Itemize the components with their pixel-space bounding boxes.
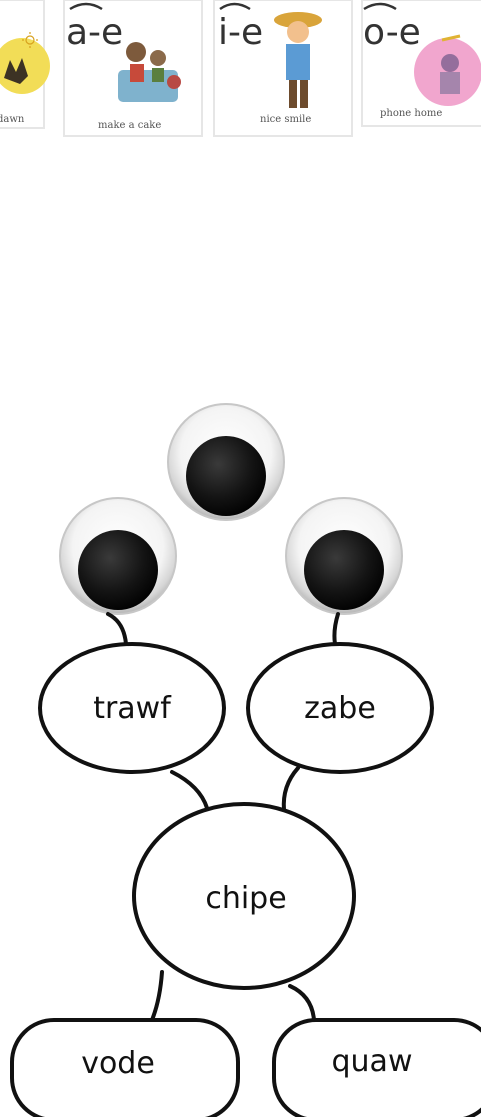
smiling-boy-illustration [274, 12, 322, 108]
word-quaw: quaw [332, 1044, 413, 1079]
sound-card-dawn: dawn [0, 0, 50, 129]
split-digraph-arc [219, 2, 251, 11]
card-label-dawn: dawn [0, 114, 25, 125]
word-bubble-quaw: quaw [272, 1018, 481, 1117]
card-label-nice-smile: nice smile [260, 114, 311, 125]
split-digraph-arc [69, 2, 103, 11]
googly-eye-left [59, 497, 177, 615]
connector-chipe-vode [150, 970, 164, 1022]
card-label-phone-home: phone home [380, 108, 442, 119]
animal-silhouette [4, 58, 28, 84]
connector-trawf-chipe [170, 770, 209, 810]
sound-card-i-e: i-e nice smile [213, 0, 353, 137]
connector-eye-right [332, 612, 340, 646]
word-bubble-vode: vode [10, 1018, 240, 1117]
phoneme-a-e: a-e [66, 12, 123, 53]
connector-lines [106, 612, 340, 1022]
word-vode: vode [81, 1046, 155, 1081]
cake-scene-illustration [118, 42, 181, 102]
googly-eye-top [167, 403, 285, 521]
phoneme-i-e: i-e [218, 12, 263, 53]
googly-eye-right [285, 497, 403, 615]
word-chipe: chipe [205, 881, 286, 916]
sound-card-a-e: a-e make a cake [63, 0, 203, 137]
phoneme-o-e: o-e [363, 12, 421, 53]
connector-eye-left [106, 612, 128, 646]
split-digraph-arc [363, 2, 397, 11]
sound-card-o-e: o-e phone home [361, 0, 481, 127]
card-label-make-a-cake: make a cake [98, 120, 161, 131]
word-trawf: trawf [93, 691, 172, 726]
phone-home-illustration [414, 34, 481, 106]
sun-icon [22, 32, 38, 48]
connector-zabe-chipe [281, 766, 300, 812]
word-bubble-zabe: zabe [246, 642, 434, 774]
word-bubble-chipe: chipe [132, 802, 356, 990]
word-bubble-trawf: trawf [38, 642, 226, 774]
word-zabe: zabe [304, 691, 376, 726]
connector-chipe-quaw [288, 984, 316, 1022]
